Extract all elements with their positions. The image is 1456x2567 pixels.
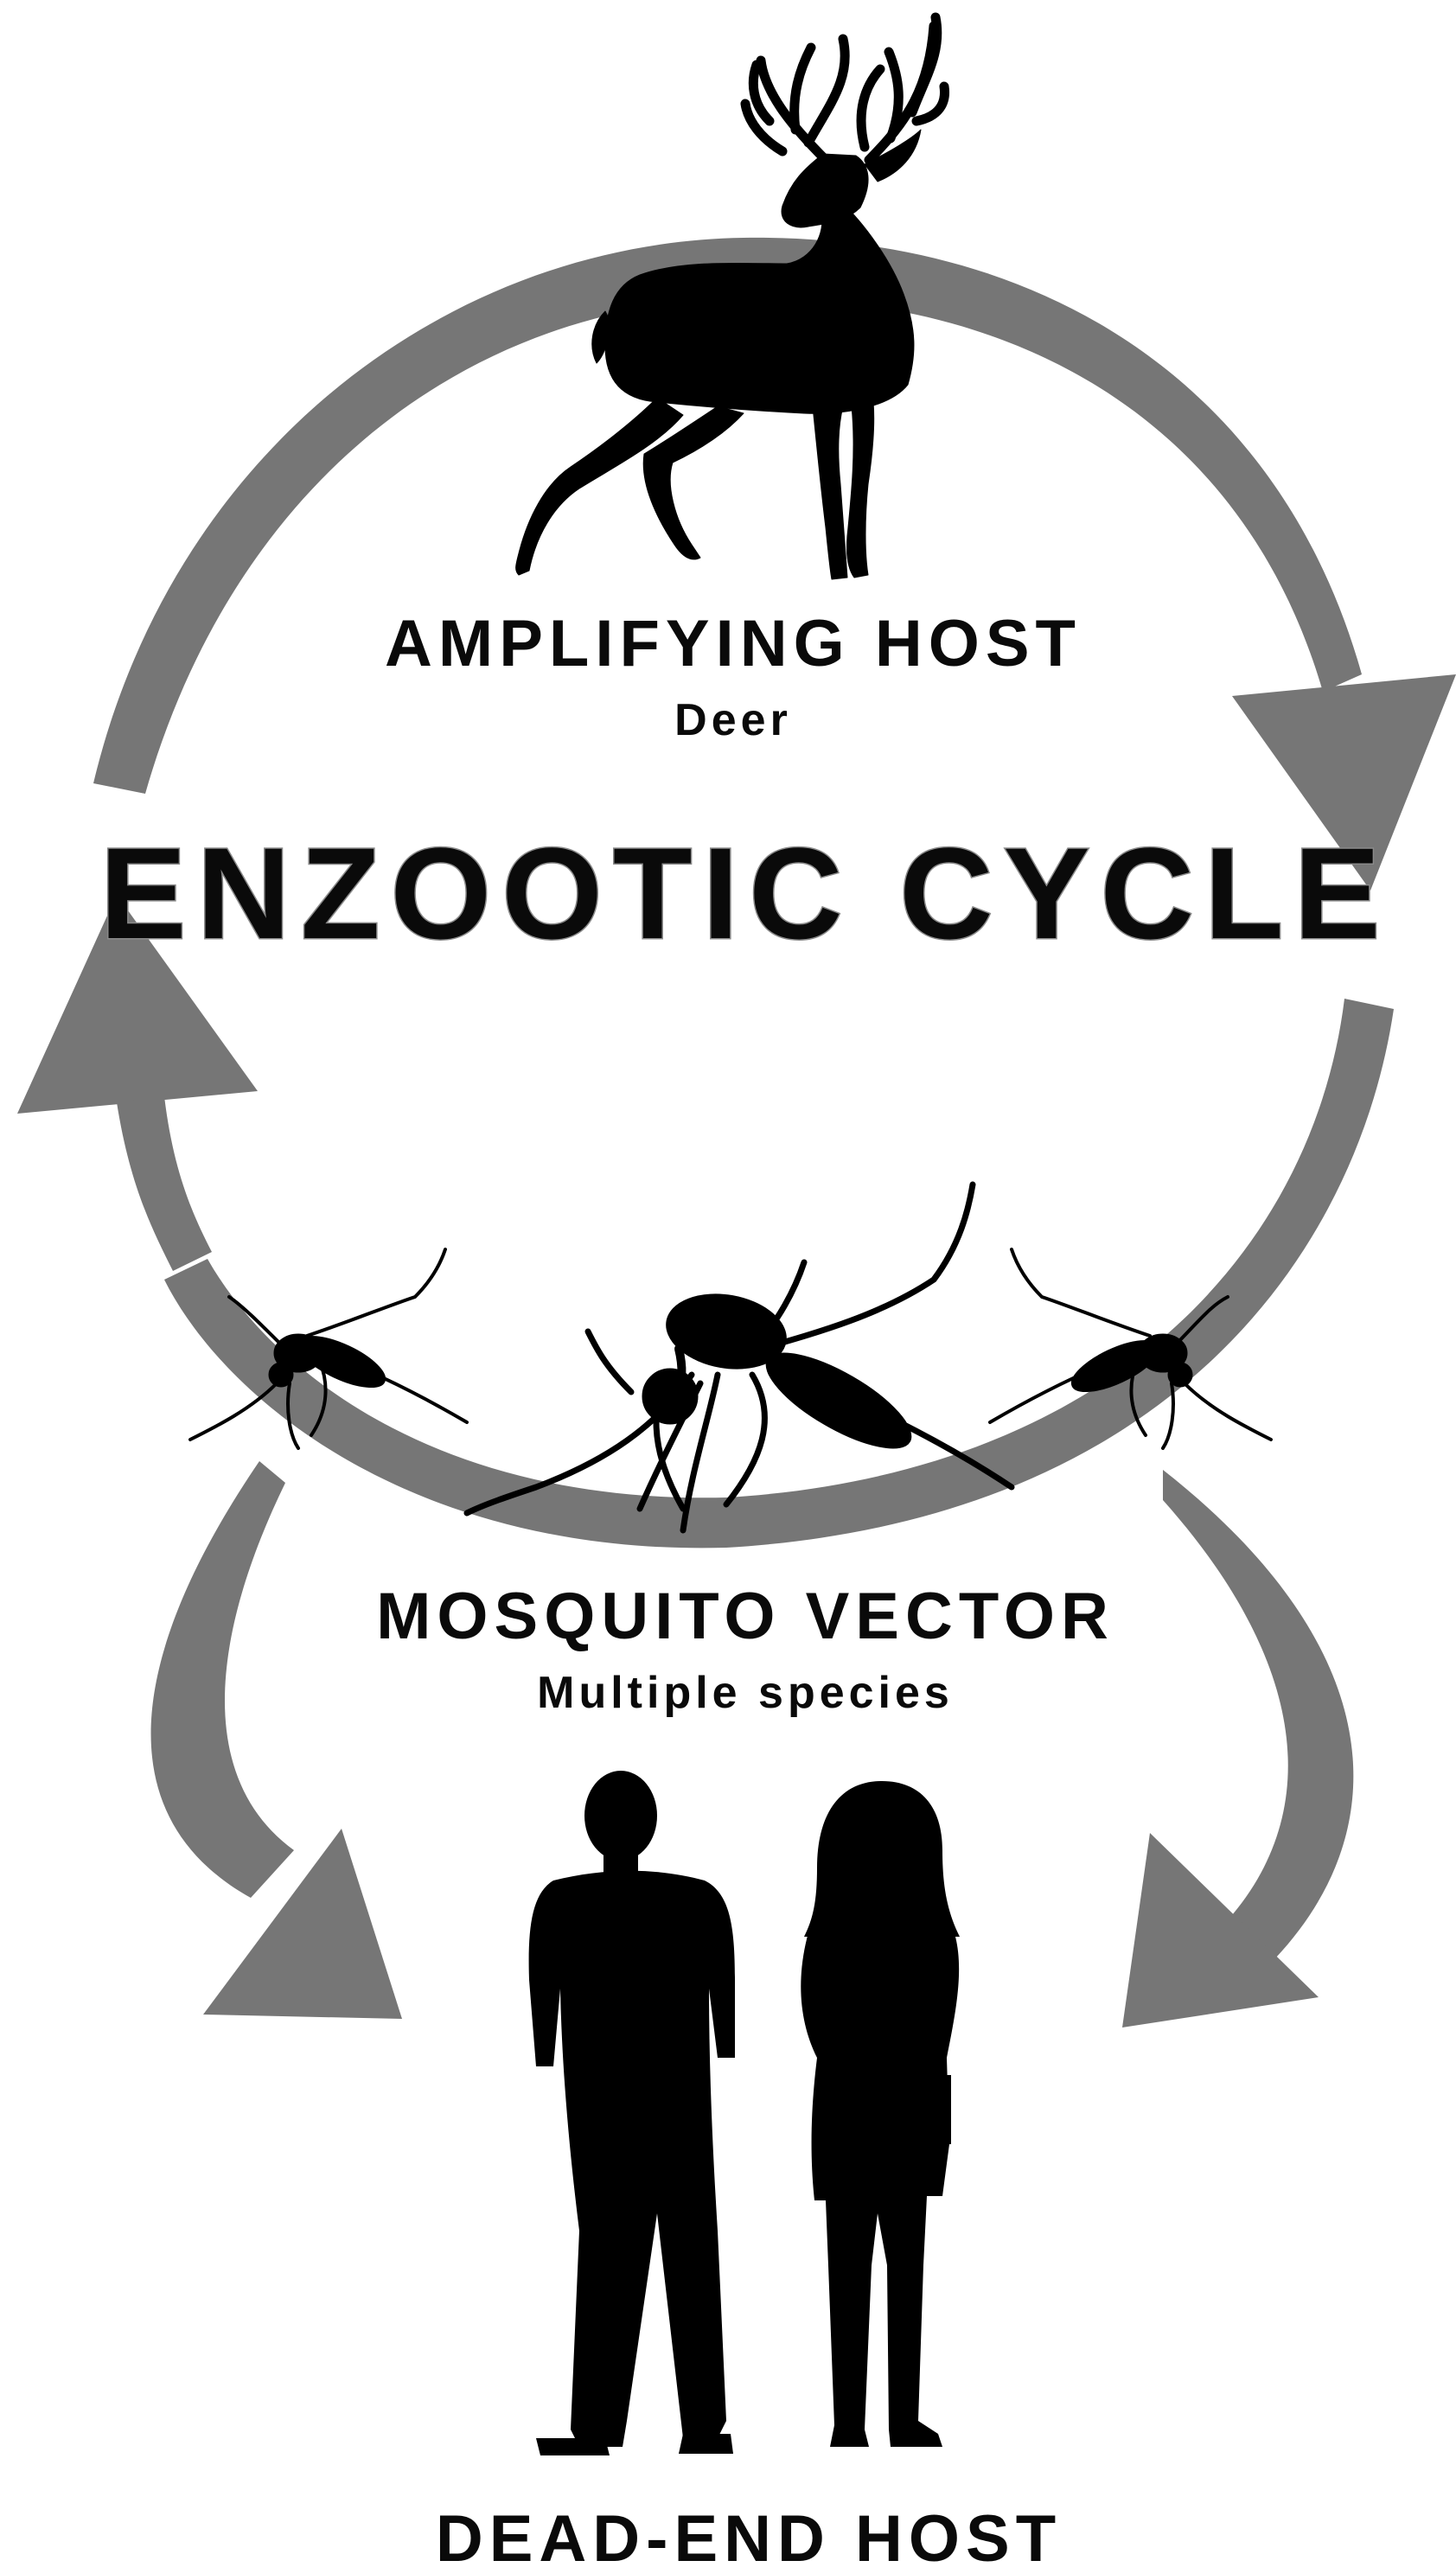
mosquito-vector-sublabel: Multiple species bbox=[537, 1668, 954, 1718]
humans-icon bbox=[529, 1771, 960, 2455]
cycle-arc-left bbox=[117, 1096, 212, 1271]
amplifying-host-label: AMPLIFYING HOST bbox=[385, 607, 1082, 680]
dead-end-host-label: DEAD-END HOST bbox=[436, 2502, 1062, 2567]
woman-silhouette bbox=[801, 1781, 960, 2447]
cycle-arc-bottom bbox=[164, 999, 1394, 1548]
transmission-arrow-left bbox=[151, 1461, 294, 1898]
amplifying-host-sublabel: Deer bbox=[674, 695, 792, 745]
man-silhouette bbox=[529, 1771, 735, 2455]
diagram-title: ENZOOTIC CYCLE bbox=[99, 821, 1390, 966]
transmission-arrows bbox=[151, 1461, 1354, 2027]
mosquito-vector-label: MOSQUITO VECTOR bbox=[376, 1580, 1114, 1653]
